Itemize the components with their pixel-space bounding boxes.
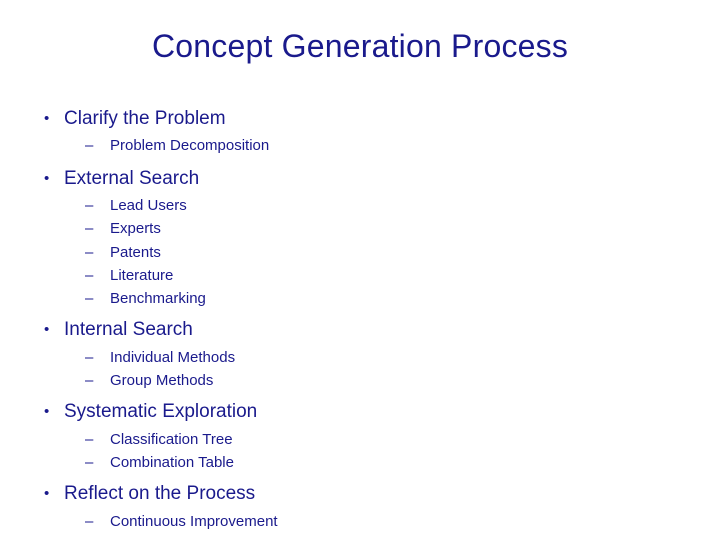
dash-icon: –	[85, 348, 94, 366]
outline-heading-label: Clarify the Problem	[64, 108, 226, 129]
dash-icon: –	[85, 430, 94, 448]
bullet-icon: •	[44, 403, 50, 421]
list-item-label: Combination Table	[110, 453, 234, 471]
outline-sublist: – Problem Decomposition	[22, 134, 702, 157]
outline-sublist: – Continuous Improvement	[22, 510, 702, 533]
list-item: – Literature	[22, 264, 702, 287]
dash-icon: –	[85, 197, 94, 215]
list-item: – Benchmarking	[22, 287, 702, 310]
bullet-icon: •	[44, 110, 50, 127]
outline-heading: • External Search	[22, 168, 702, 190]
outline-heading-label: Internal Search	[64, 319, 193, 341]
list-item: – Combination Table	[22, 451, 702, 474]
slide-body: • Clarify the Problem – Problem Decompos…	[22, 100, 702, 535]
outline-heading-label: Reflect on the Process	[64, 483, 256, 505]
list-item: – Individual Methods	[22, 346, 702, 369]
dash-icon: –	[85, 453, 94, 471]
list-item-label: Benchmarking	[110, 290, 206, 308]
list-item: – Group Methods	[22, 369, 702, 392]
list-item-label: Group Methods	[110, 371, 214, 389]
outline-heading: • Reflect on the Process	[22, 483, 702, 505]
outline-heading: • Systematic Exploration	[22, 401, 702, 423]
dash-icon: –	[85, 243, 94, 261]
bullet-icon: •	[44, 485, 50, 503]
dash-icon: –	[85, 371, 94, 389]
list-item-label: Individual Methods	[110, 348, 236, 366]
dash-icon: –	[85, 266, 94, 284]
dash-icon: –	[85, 512, 94, 530]
list-item: – Patents	[22, 241, 702, 264]
outline-heading: • Clarify the Problem	[22, 108, 702, 130]
list-item-label: Patents	[110, 243, 161, 261]
dash-icon: –	[85, 220, 94, 238]
list-item-label: Problem Decomposition	[110, 137, 270, 155]
list-item: – Continuous Improvement	[22, 510, 702, 533]
list-item: – Classification Tree	[22, 428, 702, 451]
outline-sublist: – Individual Methods – Group Methods	[22, 346, 702, 393]
list-item-label: Continuous Improvement	[110, 512, 278, 530]
page-title: Concept Generation Process	[151, 28, 569, 64]
bullet-icon: •	[44, 321, 50, 339]
list-item-label: Lead Users	[110, 197, 187, 215]
dash-icon: –	[85, 137, 94, 155]
outline-heading: • Internal Search	[22, 319, 702, 341]
dash-icon: –	[85, 290, 94, 308]
list-item-label: Literature	[110, 266, 174, 284]
outline-sublist: – Lead Users – Experts – Patents – Liter…	[22, 194, 702, 310]
list-item: – Lead Users	[22, 194, 702, 217]
outline-sublist: – Classification Tree – Combination Tabl…	[22, 428, 702, 475]
list-item-label: Classification Tree	[110, 430, 233, 448]
list-item: – Problem Decomposition	[22, 134, 702, 157]
bullet-icon: •	[44, 169, 50, 187]
outline-heading-label: Systematic Exploration	[64, 401, 258, 423]
list-item-label: Experts	[110, 220, 161, 238]
outline-heading-label: External Search	[64, 167, 200, 189]
list-item: – Experts	[22, 217, 702, 240]
